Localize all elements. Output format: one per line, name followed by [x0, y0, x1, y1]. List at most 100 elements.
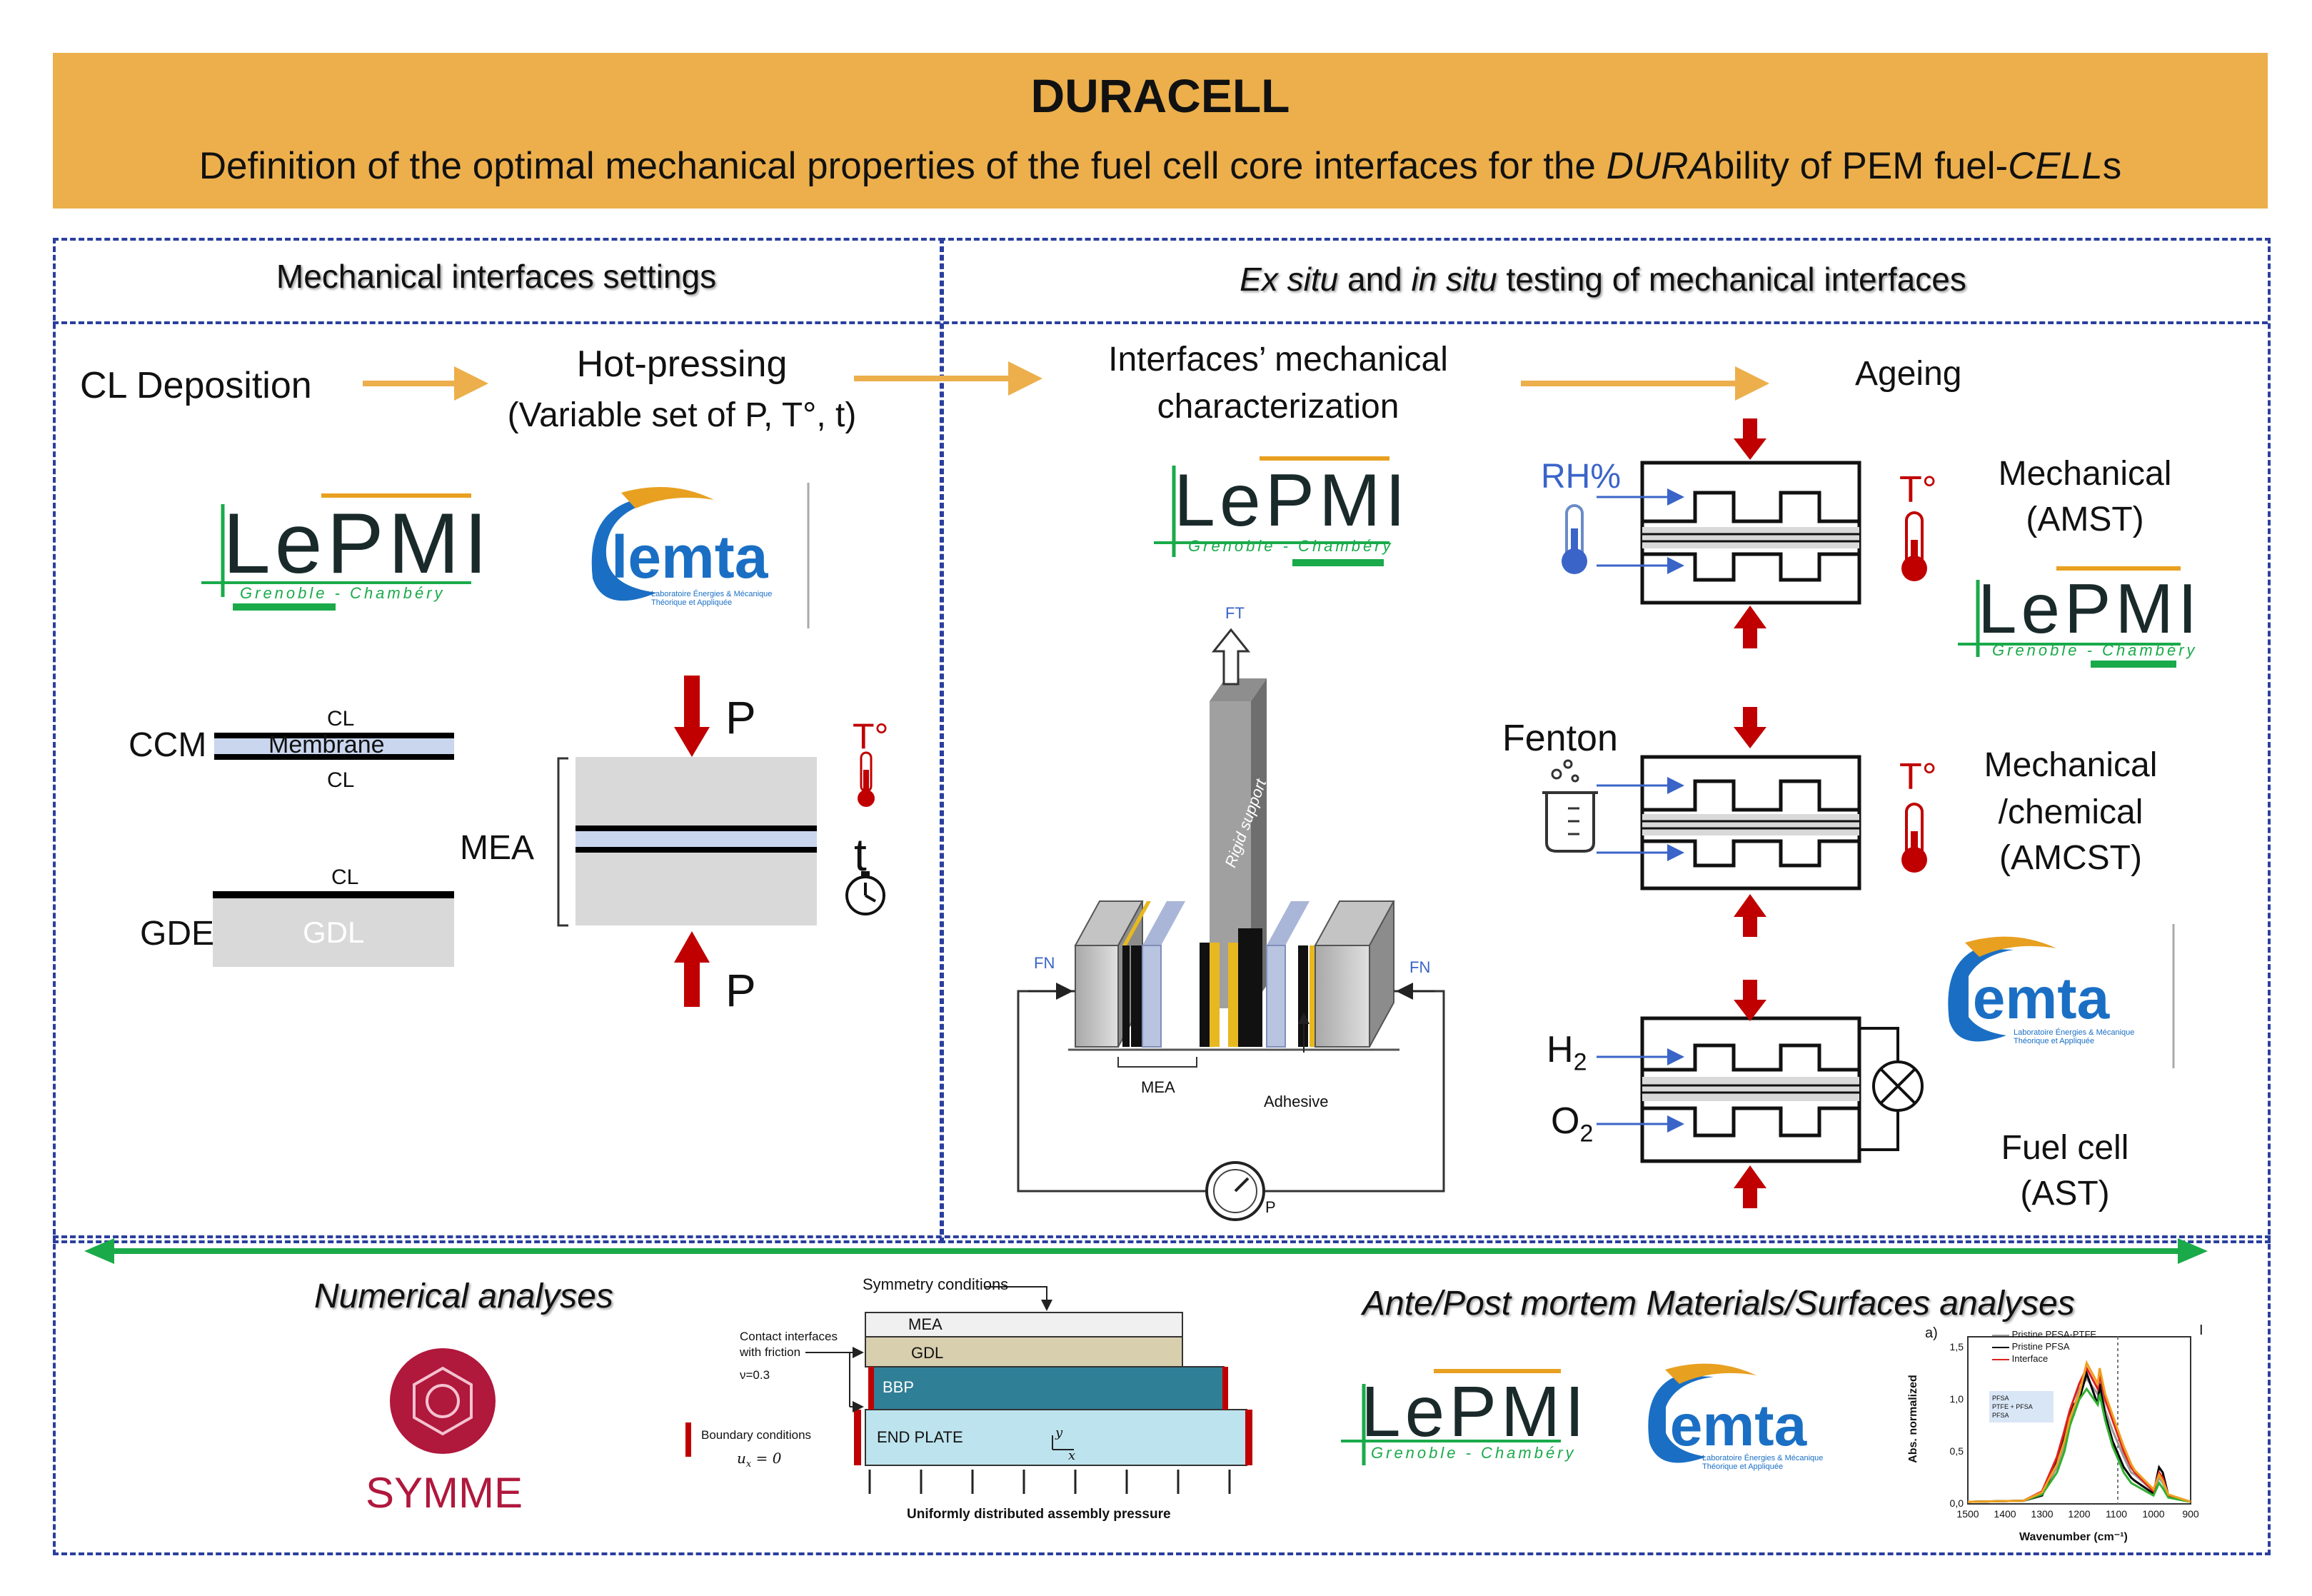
ux-label: ux = 0 — [737, 1450, 782, 1470]
fuel-cell-line1: Fuel cell — [2001, 1129, 2129, 1167]
chart-y-tick: 0,0 — [1949, 1497, 1964, 1509]
fenton-label: Fenton — [1502, 718, 1618, 759]
temp-amcst-label: T° — [1899, 756, 1937, 798]
materials-analyses-title: Ante/Post mortem Materials/Surfaces anal… — [1362, 1285, 2075, 1323]
mechanical-amst-line2: (AMST) — [2026, 501, 2144, 538]
test-rig — [1017, 628, 1445, 1221]
thermometer-icon-amcst — [1901, 803, 1927, 873]
cl-deposition-label: CL Deposition — [80, 365, 312, 406]
spectrum-chart — [1967, 1336, 2191, 1505]
title-banner: DURACELL Definition of the optimal mecha… — [53, 53, 2268, 209]
chart-x-tick: 900 — [2182, 1508, 2199, 1520]
lemta-logo-1-sub: Laboratoire Énergies & Mécanique Théoriq… — [651, 590, 773, 607]
banner-subtitle: Definition of the optimal mechanical pro… — [198, 145, 2122, 187]
fem-mea-label: MEA — [908, 1315, 943, 1333]
amcst-line2: /chemical — [1998, 793, 2143, 831]
cl-top-label: CL — [327, 707, 355, 731]
left-section-title: Mechanical interfaces settings — [276, 258, 717, 295]
header-divider — [53, 321, 2268, 324]
end-plate-label: END PLATE — [877, 1428, 963, 1446]
hot-pressing-params: (Variable set of P, T°, t) — [507, 396, 857, 434]
banner-title: DURACELL — [1030, 69, 1290, 122]
amcst-line1: Mechanical — [1984, 746, 2158, 784]
chart-xlabel: Wavenumber (cm⁻¹) — [2019, 1531, 2128, 1543]
chart-series-line — [1967, 1387, 2191, 1503]
chart-y-tick: 0,5 — [1949, 1445, 1964, 1457]
chart-y-tick: 1,5 — [1949, 1340, 1964, 1352]
legend-item: Pristine PFSA-PTFE — [1992, 1328, 2096, 1340]
chart-x-tick: 1000 — [2142, 1508, 2165, 1520]
chart-x-tick: 1500 — [1956, 1508, 1979, 1520]
chart-ylabel: Abs. normalized — [1906, 1375, 1919, 1463]
chart-x-tick: 1100 — [2105, 1508, 2128, 1520]
symme-logo — [390, 1348, 496, 1454]
legend-item: Interface — [1992, 1352, 2096, 1365]
thermometer-icon-amst — [1901, 511, 1927, 581]
left-panel-frame — [53, 238, 944, 1243]
time-label: t — [854, 829, 867, 880]
contact-label-1: Contact interfaces — [740, 1330, 838, 1343]
pressure-top-label: P — [725, 692, 756, 743]
bottom-panel-frame — [53, 1235, 2271, 1555]
interfaces-char-line1: Interfaces’ mechanical — [1108, 341, 1448, 378]
hot-pressing-label: Hot-pressing — [576, 343, 788, 385]
gde-stack — [213, 891, 454, 967]
chart-legend: Pristine PFSA-PTFE Pristine PFSA Interfa… — [1992, 1328, 2096, 1365]
fn-left-label: FN — [1034, 954, 1055, 972]
green-double-arrow — [84, 1238, 2208, 1264]
symmetry-label: Symmetry conditions — [863, 1275, 1009, 1293]
lepmi-logo-3 — [1958, 566, 2181, 668]
lemta-logo-2-text: lemta — [1956, 966, 2110, 1031]
pressure-caption: Uniformly distributed assembly pressure — [907, 1507, 1171, 1522]
interfaces-char-line2: characterization — [1157, 388, 1399, 426]
lemta-logo-3-sub: Laboratoire Énergies & Mécanique Théoriq… — [1702, 1454, 1824, 1471]
lepmi-logo-2-text: LePMI — [1174, 459, 1410, 542]
adhesive-label: Adhesive — [1264, 1093, 1329, 1110]
fn-right-label: FN — [1409, 958, 1431, 976]
poisson-label: ν=0.3 — [740, 1368, 770, 1382]
lepmi-logo-4-text: LePMI — [1361, 1372, 1589, 1452]
ageing-cell-ast — [1597, 980, 1924, 1208]
chart-x-tick: 1300 — [2031, 1508, 2054, 1520]
pressure-bottom-label: P — [725, 965, 756, 1016]
lepmi-logo-2 — [1154, 456, 1389, 566]
right-panel-frame — [940, 238, 2271, 1243]
bbp-label: BBP — [883, 1378, 915, 1396]
ageing-cell-amst — [1597, 418, 1861, 648]
lepmi-logo-1 — [201, 493, 471, 611]
legend-item: Pristine PFSA — [1992, 1340, 2096, 1352]
chart-corner-mark: I — [2199, 1323, 2203, 1338]
chart-x-tick: 1200 — [2068, 1508, 2091, 1520]
numerical-analyses-title: Numerical analyses — [314, 1278, 613, 1315]
o2-label: O2 — [1551, 1100, 1594, 1148]
lemta-logo-2 — [1948, 924, 2175, 1068]
chart-inset: PFSA PTFE + PFSA PFSA — [1992, 1395, 2033, 1419]
rh-thermometer-icon — [1562, 504, 1587, 574]
chart-panel-label: a) — [1925, 1325, 1938, 1341]
mechanical-amst-line1: Mechanical — [1998, 455, 2172, 493]
chart-series-line — [1967, 1360, 2191, 1503]
ageing-cell-amcst — [1597, 707, 1861, 937]
lemta-logo-1-text: lemta — [611, 523, 768, 591]
cl-gde-label: CL — [331, 865, 359, 889]
lepmi-logo-3-sub: Grenoble - Chambéry — [1992, 641, 2198, 659]
rh-label: RH% — [1541, 458, 1622, 496]
lepmi-logo-4-sub: Grenoble - Chambéry — [1371, 1444, 1577, 1462]
lemta-logo-1 — [591, 483, 810, 628]
ageing-label: Ageing — [1855, 355, 1962, 393]
chart-x-tick: 1400 — [1994, 1508, 2016, 1520]
lemta-logo-3 — [1648, 1363, 1756, 1463]
temperature-label: T° — [853, 716, 889, 756]
gdl-label: GDL — [303, 915, 365, 949]
ccm-label: CCM — [129, 726, 207, 764]
beaker-icon — [1542, 759, 1598, 853]
press-arrow-bottom — [674, 931, 710, 1007]
symme-logo-text: SYMME — [366, 1469, 523, 1517]
lemta-logo-3-text: lemta — [1654, 1393, 1807, 1458]
temp-amst-label: T° — [1899, 469, 1937, 511]
ccm-stack — [214, 733, 454, 760]
axis-y-label: y — [1055, 1425, 1063, 1440]
thermometer-icon — [858, 751, 875, 807]
lepmi-logo-4 — [1341, 1369, 1561, 1465]
